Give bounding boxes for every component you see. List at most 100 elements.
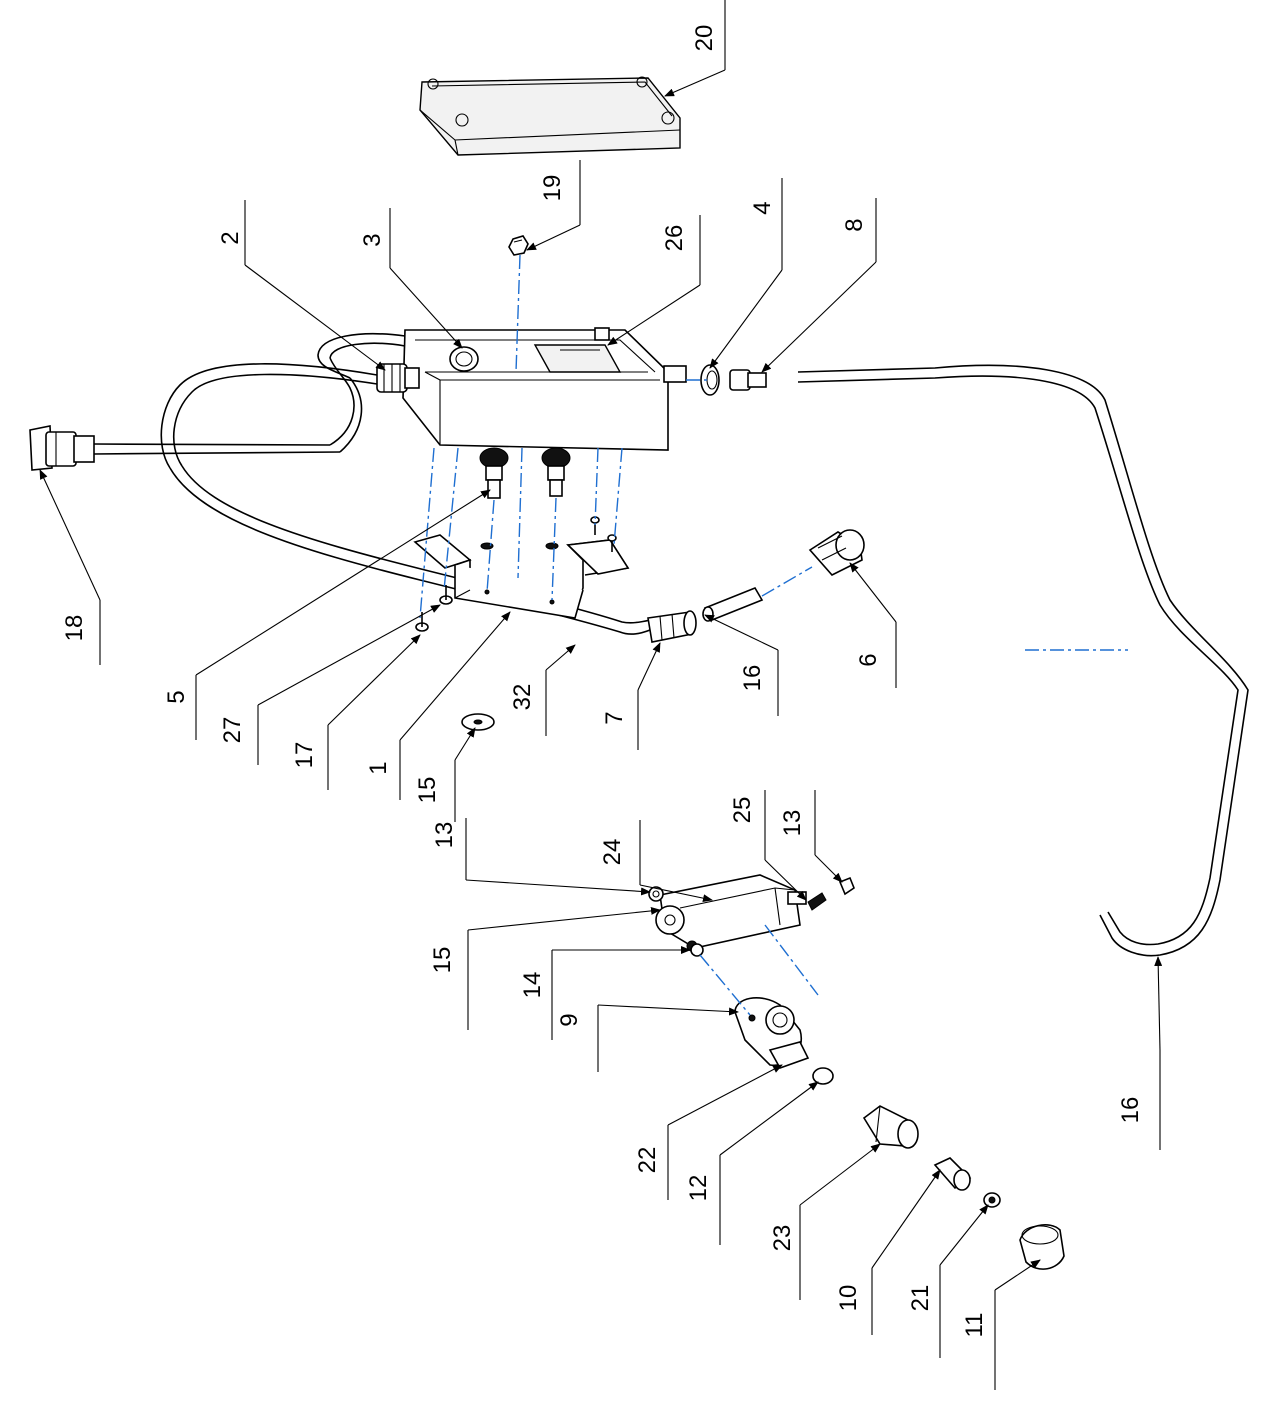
grommet-part-4	[700, 364, 720, 396]
cap-part-6	[808, 529, 865, 576]
callout-c18: 18	[39, 469, 101, 665]
screw-part-14	[690, 943, 704, 957]
cap-part-11	[1019, 1224, 1065, 1270]
callout-leader-arrow	[637, 642, 661, 691]
callout-leader-arrow	[195, 489, 491, 676]
callout-leader-arrow	[994, 1259, 1041, 1291]
callout-c11: 11	[961, 1259, 1041, 1390]
clip-part-25	[807, 892, 827, 911]
callout-c5: 5	[163, 489, 491, 740]
callout-c8: 8	[761, 198, 877, 373]
cable-loop	[160, 332, 406, 469]
callout-label: 15	[429, 947, 456, 974]
fitting-part-23	[862, 1105, 919, 1149]
callout-label: 23	[769, 1225, 796, 1252]
callout-leader-arrow	[761, 261, 877, 373]
callout-c6: 6	[849, 562, 897, 688]
callout-c15b: 15	[429, 906, 661, 1030]
nut-part-13	[838, 876, 855, 896]
callout-leader-arrow	[389, 267, 463, 349]
callout-c1: 1	[365, 611, 511, 800]
bracket-part-1	[413, 534, 630, 619]
callout-c10: 10	[835, 1169, 941, 1335]
axis-lines	[419, 254, 1128, 1016]
plug-connector-part-18	[29, 425, 341, 471]
fitting-part-8	[729, 369, 767, 391]
callout-c32: 32	[509, 644, 576, 736]
callout-label: 19	[539, 175, 566, 202]
callout-leader-arrow	[465, 879, 651, 896]
callout-c12: 12	[685, 1081, 819, 1245]
callout-leader-arrow	[939, 1204, 989, 1266]
callout-leader-arrow	[607, 284, 701, 346]
cover-plate-part-20	[419, 76, 681, 156]
callout-leader-arrow	[704, 614, 779, 651]
callout-c7: 7	[601, 642, 661, 750]
callout-c4: 4	[709, 178, 783, 369]
callout-leader-arrow	[664, 69, 726, 97]
callout-label: 13	[431, 822, 458, 849]
callout-label: 13	[779, 810, 806, 837]
callout-label: 32	[509, 684, 536, 711]
callout-leader-arrow	[764, 859, 807, 901]
nut-part-19	[508, 235, 529, 256]
callout-label: 7	[601, 711, 628, 724]
callout-c22: 22	[634, 1064, 783, 1200]
callout-label: 25	[729, 797, 756, 824]
callout-leader-arrow	[639, 884, 713, 903]
callout-c16b: 16	[1117, 956, 1163, 1150]
washer-part-15	[461, 713, 495, 731]
callout-leader-arrow	[526, 224, 581, 251]
callout-leader-arrow	[545, 644, 576, 671]
long-hose-part-16	[797, 364, 1249, 957]
valve-body-part-9	[734, 997, 810, 1069]
callout-label: 17	[291, 742, 318, 769]
washer-part-12	[812, 1067, 834, 1085]
callout-label: 1	[365, 761, 392, 774]
callout-c17: 17	[291, 634, 421, 790]
clip-part-21	[983, 1192, 1001, 1208]
callout-label: 14	[519, 972, 546, 999]
callout-leader-arrow	[719, 1081, 819, 1156]
callout-c13a: 13	[431, 818, 651, 896]
callout-c15a: 15	[414, 727, 476, 822]
sleeve-part-10	[933, 1157, 972, 1191]
callout-c20: 20	[664, 0, 726, 97]
callout-leader-arrow	[814, 854, 843, 883]
callout-leader-arrow	[454, 727, 476, 761]
callout-label: 2	[217, 231, 244, 244]
callout-leader-arrow	[709, 269, 783, 369]
callout-label: 16	[1117, 1097, 1144, 1124]
callout-c13b: 13	[779, 790, 843, 883]
pin-part-16	[702, 587, 764, 622]
callout-label: 18	[61, 615, 88, 642]
callout-c19: 19	[526, 160, 581, 251]
housing-box	[402, 327, 687, 451]
callout-label: 4	[749, 201, 776, 214]
callout-c16a: 16	[704, 614, 779, 716]
callout-label: 5	[163, 690, 190, 703]
callout-label: 15	[414, 777, 441, 804]
callout-c25: 25	[729, 790, 807, 901]
callout-label: 24	[599, 839, 626, 866]
callout-leader-arrow	[257, 604, 441, 706]
callout-label: 26	[661, 225, 688, 252]
callout-c3: 3	[359, 208, 463, 349]
callout-leader-arrow	[399, 611, 511, 741]
callout-label: 27	[219, 717, 246, 744]
callout-c23: 23	[769, 1143, 881, 1300]
callout-label: 22	[634, 1147, 661, 1174]
callout-leader-arrow	[667, 1064, 783, 1126]
callout-label: 3	[359, 233, 386, 246]
callout-label: 9	[556, 1013, 583, 1026]
callout-leader-arrow	[597, 1004, 739, 1016]
knob-screw-part-5	[479, 447, 571, 499]
callout-label: 20	[691, 25, 718, 52]
callout-leader-arrow	[799, 1143, 881, 1206]
callout-leader-arrow	[327, 634, 421, 726]
callout-c21: 21	[907, 1204, 989, 1358]
callout-leader-arrow	[467, 906, 661, 931]
callout-c14: 14	[519, 946, 691, 1040]
callout-leader-arrow	[1154, 956, 1163, 1051]
